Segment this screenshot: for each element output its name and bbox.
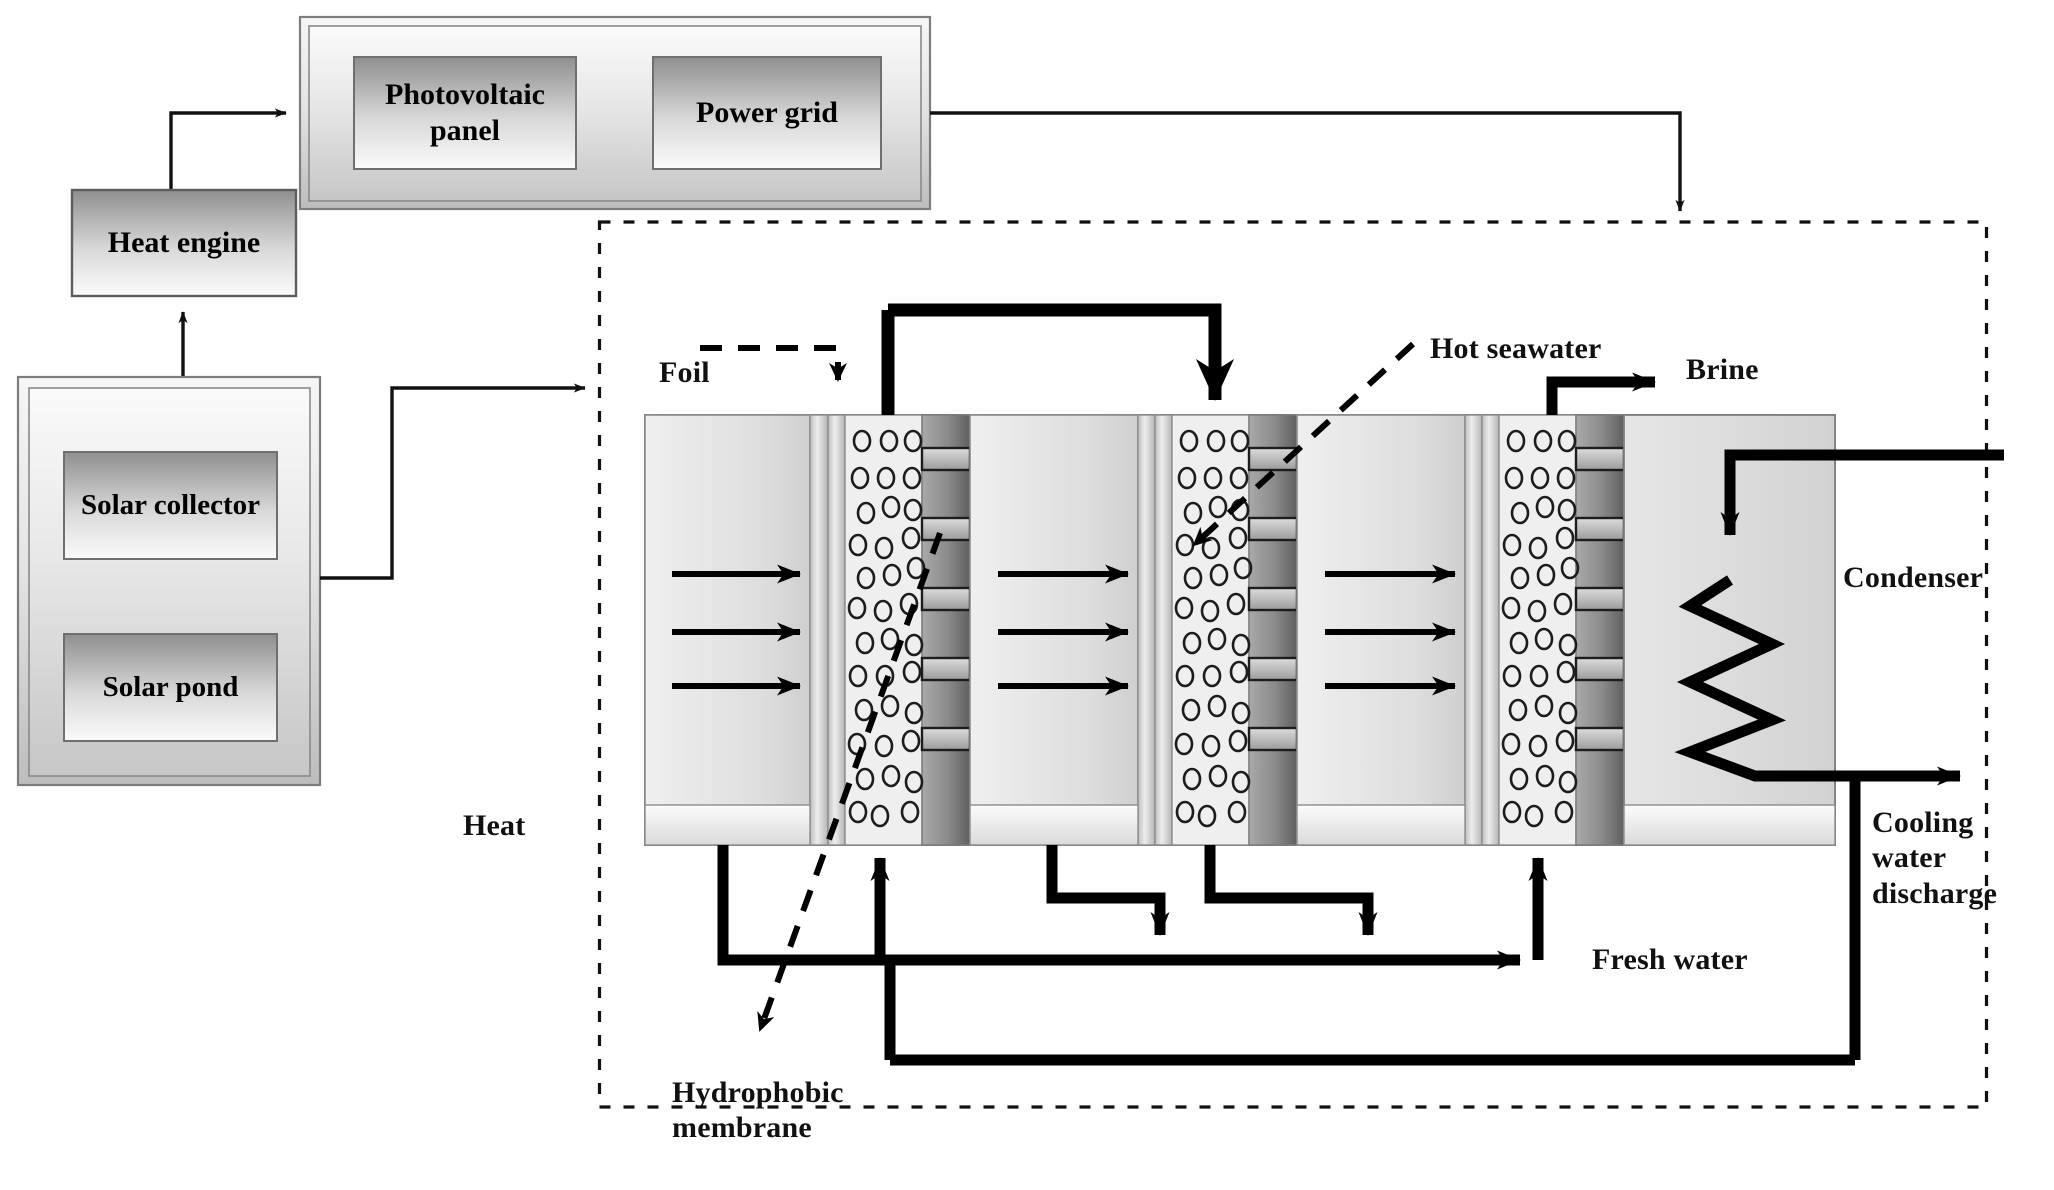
cooling-water-discharge-label: Cooling water discharge (1872, 806, 1998, 910)
fresh-water-label: Fresh water (1592, 943, 1748, 976)
cooling-water-discharge-pipe (1812, 766, 1961, 1060)
md-stage-3 (1296, 414, 1626, 846)
solar-block-group (16, 375, 322, 787)
md-stage-1 (644, 414, 972, 846)
cooling-water-inlet-pipe (1720, 449, 2004, 536)
condenser-coil (1674, 575, 1820, 782)
callout-hot-seawater (1191, 341, 1416, 548)
callout-hydrophobic-membrane (757, 531, 943, 1032)
brine-outlet-pipe (1546, 372, 1656, 415)
arrow-heat-engine-to-power-block (169, 108, 287, 190)
heat-label: Heat (463, 809, 526, 842)
arrow-heat-to-md-unit (320, 383, 586, 580)
heat-engine-group (70, 188, 298, 298)
power-block-group (298, 15, 932, 211)
md-stack (644, 414, 1836, 846)
callout-foil (700, 345, 847, 382)
permeate-collection-piping (717, 845, 1855, 1066)
arrow-power-grid-to-md-unit (930, 111, 1685, 212)
hot-seawater-feed-pipe (881, 303, 1234, 415)
condenser-label: Condenser (1843, 561, 1984, 594)
hot-seawater-label: Hot seawater (1430, 332, 1602, 365)
md-unit-boundary (597, 220, 1989, 1109)
md-stage-2 (969, 414, 1299, 846)
hydrophobic-membrane-label: Hydrophobic membrane (672, 1076, 844, 1145)
foil-label: Foil (659, 356, 710, 389)
brine-label: Brine (1686, 353, 1759, 386)
